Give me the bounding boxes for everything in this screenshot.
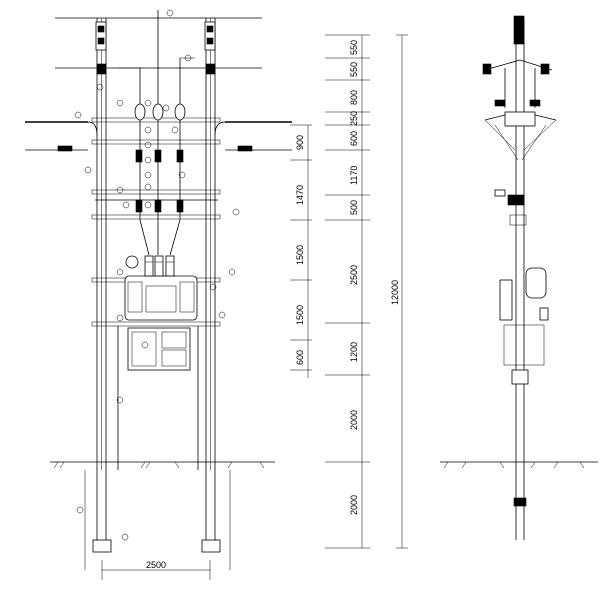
distribution-box [117, 326, 199, 470]
dim-inner-5: 600 [295, 350, 305, 365]
dim-mid-1: 550 [349, 40, 359, 55]
callout-marker [116, 186, 124, 194]
ground-line-front [50, 461, 275, 570]
callout-marker [144, 141, 152, 149]
dim-mid-2: 550 [349, 62, 359, 77]
front-elevation: 2500 [25, 9, 292, 580]
total-dimension: 12000 [390, 34, 408, 549]
dim-mid-9: 1200 [349, 342, 359, 362]
callout-marker [218, 311, 226, 319]
left-pole [92, 18, 112, 553]
callout-marker [96, 83, 104, 91]
callout-marker [144, 126, 152, 134]
pole-spacing-label: 2500 [146, 560, 166, 570]
right-pole [201, 18, 221, 553]
fuses [134, 103, 186, 213]
callout-marker [116, 99, 124, 107]
dim-mid-3: 800 [349, 90, 359, 105]
callout-marker [76, 506, 84, 514]
callout-marker [74, 111, 82, 119]
middle-dimension-column: 550 550 800 250 600 1170 500 2500 1200 2… [325, 34, 370, 549]
dim-mid-4: 250 [349, 111, 359, 126]
dim-inner-2: 1470 [295, 185, 305, 205]
callouts [74, 9, 240, 541]
callout-marker [144, 156, 152, 164]
right-pole-foot [201, 539, 221, 553]
callout-marker [232, 208, 240, 216]
callout-marker [144, 171, 152, 179]
dim-inner-3: 1500 [295, 245, 305, 265]
dim-mid-11: 2000 [349, 495, 359, 515]
callout-marker [228, 268, 236, 276]
callout-marker [162, 104, 170, 112]
callout-marker [209, 283, 217, 291]
callout-marker [141, 341, 149, 349]
transformer [124, 255, 198, 321]
callout-marker [184, 54, 192, 62]
overhead-lines [25, 17, 292, 151]
left-pole-foot [92, 539, 112, 553]
top-insulators [95, 21, 216, 75]
dim-mid-7: 500 [349, 200, 359, 215]
pole-spacing-dimension: 2500 [101, 560, 211, 580]
dim-inner-1: 900 [295, 135, 305, 150]
dim-inner-4: 1500 [295, 305, 305, 325]
callout-marker [122, 201, 130, 209]
transformer-leads [139, 219, 181, 256]
callout-marker [144, 183, 152, 191]
dim-mid-5: 600 [349, 131, 359, 146]
dim-mid-8: 2500 [349, 265, 359, 285]
callout-marker [171, 126, 179, 134]
callout-marker [144, 99, 152, 107]
dim-mid-6: 1170 [349, 166, 359, 185]
dim-mid-10: 2000 [349, 410, 359, 430]
side-taps [57, 121, 253, 152]
callout-marker [178, 171, 186, 179]
callout-marker [116, 314, 124, 322]
dim-total-label: 12000 [390, 280, 400, 305]
inner-dimension-column: 900 1470 1500 1500 600 [290, 124, 312, 378]
side-elevation [440, 15, 598, 540]
callout-marker [116, 396, 124, 404]
callout-marker [144, 201, 152, 209]
callout-marker [121, 533, 129, 541]
callout-marker [166, 9, 174, 17]
callout-marker [116, 268, 124, 276]
callout-marker [84, 166, 92, 174]
